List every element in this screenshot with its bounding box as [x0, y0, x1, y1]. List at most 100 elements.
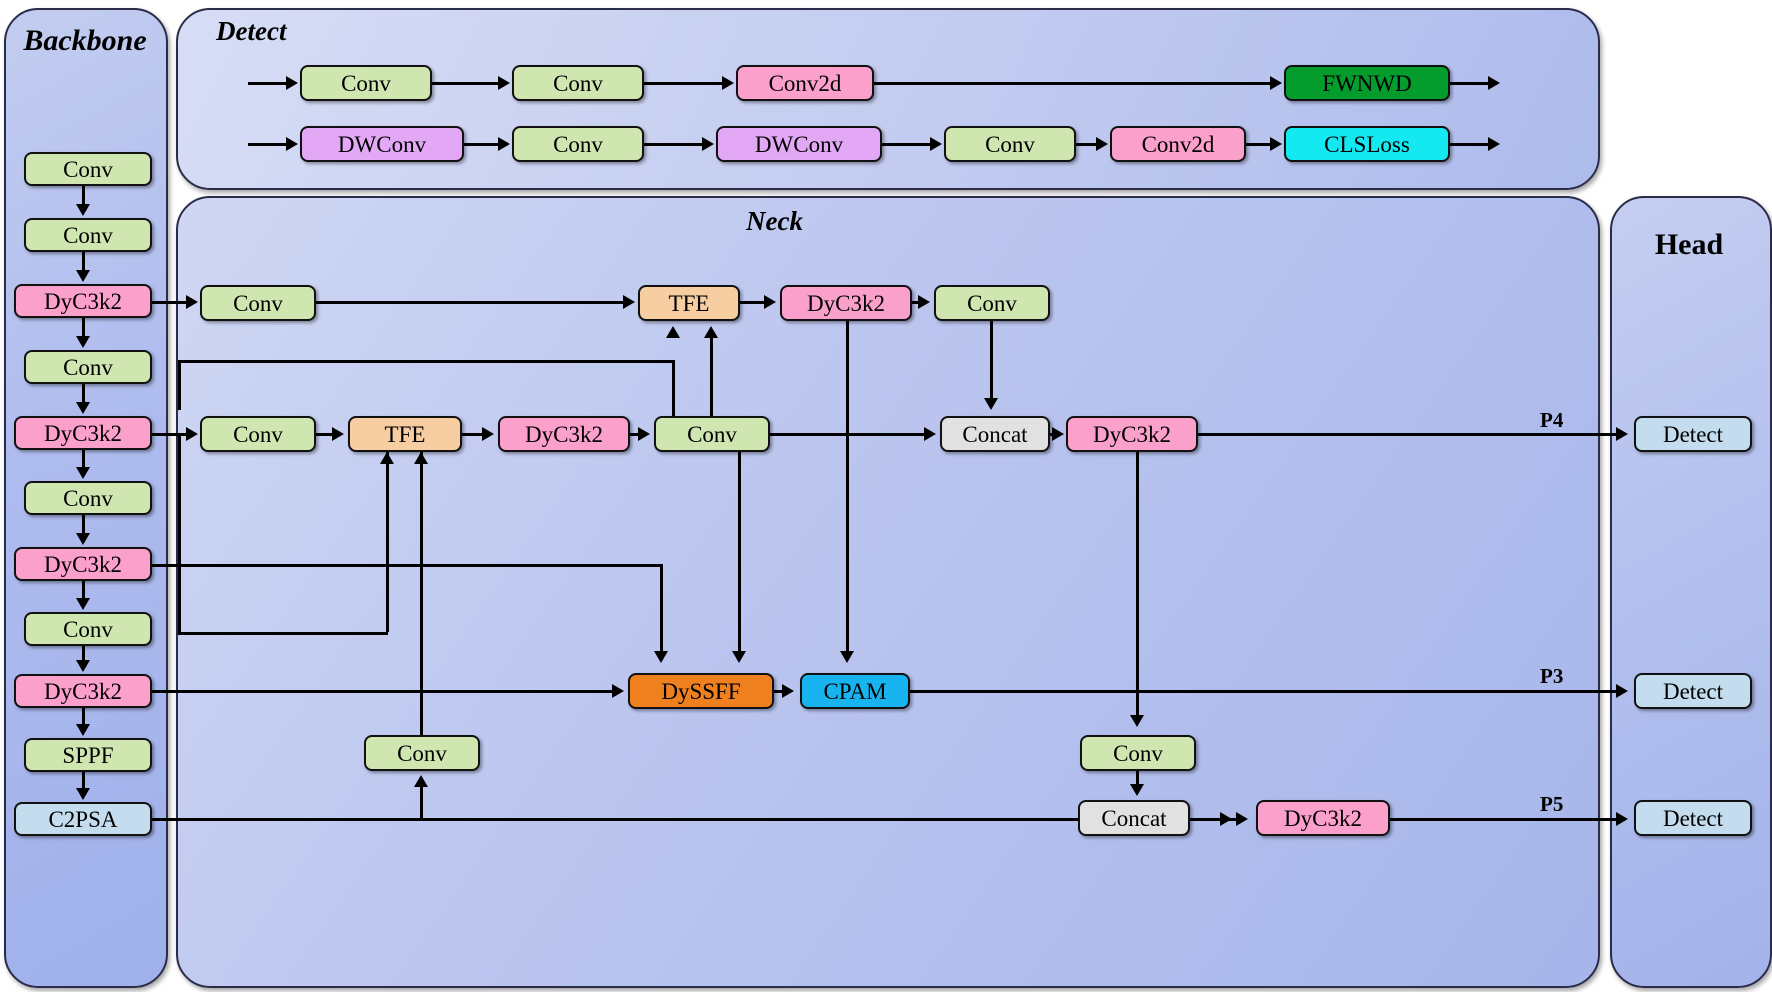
backbone-arrow-2: [76, 270, 90, 282]
detect-r2-link-1: [464, 143, 500, 146]
detect-r2-link-4: [1076, 143, 1098, 146]
backbone-block-conv-3[interactable]: Conv: [24, 350, 152, 384]
neck-top-tfe[interactable]: TFE: [638, 285, 740, 321]
neck-mid-arrow-in: [186, 427, 198, 441]
neck-mid-dyc3k2-2[interactable]: DyC3k2: [1066, 416, 1198, 452]
head-p3-arrow: [1616, 684, 1628, 698]
detect-r1-arrow-in: [286, 76, 298, 90]
detect-r1-conv2d[interactable]: Conv2d: [736, 65, 874, 101]
neck-dyssff-arrow-in: [612, 684, 624, 698]
neck-mid-tfe[interactable]: TFE: [348, 416, 462, 452]
backbone-block-c2psa[interactable]: C2PSA: [14, 802, 152, 836]
backbone-block-dyc3k2-2[interactable]: DyC3k2: [14, 416, 152, 450]
head-detect-p5[interactable]: Detect: [1634, 800, 1752, 836]
neck-top-arrow-in: [186, 295, 198, 309]
neck-dyssff[interactable]: DySSFF: [628, 673, 774, 709]
detect-r2-arrow-1: [498, 137, 510, 151]
backbone-link-8: [82, 646, 85, 662]
neck-midconv-to-toptfe-arrow: [704, 326, 718, 338]
detect-r2-arrow-3: [930, 137, 942, 151]
backbone-arrow-3: [76, 336, 90, 348]
neck-cpam[interactable]: CPAM: [800, 673, 910, 709]
neck-mid-link-2: [462, 433, 484, 436]
head-p3-line: [910, 690, 1618, 693]
neck-route-d-arrow: [380, 452, 394, 464]
neck-top-conv[interactable]: Conv: [200, 285, 316, 321]
backbone-block-conv-4[interactable]: Conv: [24, 481, 152, 515]
backbone-link-10: [82, 772, 85, 790]
detect-r1-fwnwd[interactable]: FWNWD: [1284, 65, 1450, 101]
detect-r1-link-2: [644, 82, 724, 85]
neck-bottom-conv-right[interactable]: Conv: [1080, 735, 1196, 771]
neck-c2psa-bottom-line: [152, 818, 1222, 821]
detect-r2-arrow-5: [1270, 137, 1282, 151]
backbone-block-conv-2[interactable]: Conv: [24, 218, 152, 252]
neck-mid-dyc3k2[interactable]: DyC3k2: [498, 416, 630, 452]
backbone-block-dyc3k2-3[interactable]: DyC3k2: [14, 547, 152, 581]
neck-route-b-v: [660, 564, 663, 653]
detect-r2-conv2d[interactable]: Conv2d: [1110, 126, 1246, 162]
neck-top-arrow-2: [764, 295, 776, 309]
head-panel: [1610, 196, 1772, 988]
neck-top-arrow-1: [623, 295, 635, 309]
detect-r1-arrow-3: [1270, 76, 1282, 90]
backbone-block-sppf[interactable]: SPPF: [24, 738, 152, 772]
detect-r1-conv-2[interactable]: Conv: [512, 65, 644, 101]
detect-r2-dwconv-1[interactable]: DWConv: [300, 126, 464, 162]
detect-r1-arrow-2: [722, 76, 734, 90]
detect-r1-link-in: [248, 82, 288, 85]
head-detect-p4[interactable]: Detect: [1634, 416, 1752, 452]
neck-top-conv-2[interactable]: Conv: [934, 285, 1050, 321]
neck-dyssff-to-cpam-line: [774, 690, 784, 693]
detect-r2-conv-1[interactable]: Conv: [512, 126, 644, 162]
head-title: Head: [1654, 228, 1724, 261]
head-p5-line: [1390, 818, 1618, 821]
neck-topconv-to-concat-line: [990, 321, 993, 400]
head-p4-arrow: [1616, 427, 1628, 441]
neck-mid-conv-2[interactable]: Conv: [654, 416, 770, 452]
neck-top-dyc3k2[interactable]: DyC3k2: [780, 285, 912, 321]
backbone-block-conv-5[interactable]: Conv: [24, 612, 152, 646]
neck-bottom-dyc3k2[interactable]: DyC3k2: [1256, 800, 1390, 836]
backbone-block-conv-1[interactable]: Conv: [24, 152, 152, 186]
backbone-arrow-6: [76, 533, 90, 545]
neck-route-a-arrow: [666, 326, 680, 338]
backbone-link-6: [82, 515, 85, 535]
neck-route-c-v1: [738, 452, 741, 514]
neck-bottom-conv-left[interactable]: Conv: [364, 735, 480, 771]
neck-panel: [176, 196, 1600, 988]
neck-top-link-in: [152, 301, 186, 304]
backbone-arrow-7: [76, 598, 90, 610]
pyramid-label-p4: P4: [1540, 408, 1564, 432]
detect-r2-clsloss[interactable]: CLSLoss: [1284, 126, 1450, 162]
detect-r2-arrow-out: [1488, 137, 1500, 151]
backbone-link-9: [82, 708, 85, 726]
neck-top-link-3: [912, 301, 920, 304]
detect-r2-conv-2[interactable]: Conv: [944, 126, 1076, 162]
pyramid-label-p3: P3: [1540, 664, 1564, 688]
backbone-link-7: [82, 581, 85, 600]
neck-mid-conv-1[interactable]: Conv: [200, 416, 316, 452]
detect-r2-dwconv-2[interactable]: DWConv: [716, 126, 882, 162]
backbone-arrow-10: [76, 788, 90, 800]
detect-r1-link-3: [874, 82, 1272, 85]
head-p4-line: [1198, 433, 1618, 436]
neck-route-d-v1: [178, 433, 181, 632]
neck-mid-arrow-1: [332, 427, 344, 441]
neck-bottomconv-in-arrow: [414, 775, 428, 787]
detect-r2-arrow-in: [286, 137, 298, 151]
backbone-block-dyc3k2-1[interactable]: DyC3k2: [14, 284, 152, 318]
neck-title: Neck: [746, 206, 803, 236]
backbone-arrow-5: [76, 467, 90, 479]
head-detect-p3[interactable]: Detect: [1634, 673, 1752, 709]
neck-route-a-h: [178, 360, 674, 363]
backbone-block-dyc3k2-4[interactable]: DyC3k2: [14, 674, 152, 708]
neck-bottom-concat[interactable]: Concat: [1078, 800, 1190, 836]
neck-route-a-v2: [672, 360, 675, 416]
neck-route-d-h: [178, 632, 388, 635]
neck-top-link-1: [316, 301, 624, 304]
neck-mid-link-3: [630, 433, 640, 436]
neck-mid-concat[interactable]: Concat: [940, 416, 1050, 452]
detect-r1-conv-1[interactable]: Conv: [300, 65, 432, 101]
backbone-link-1: [82, 186, 85, 206]
